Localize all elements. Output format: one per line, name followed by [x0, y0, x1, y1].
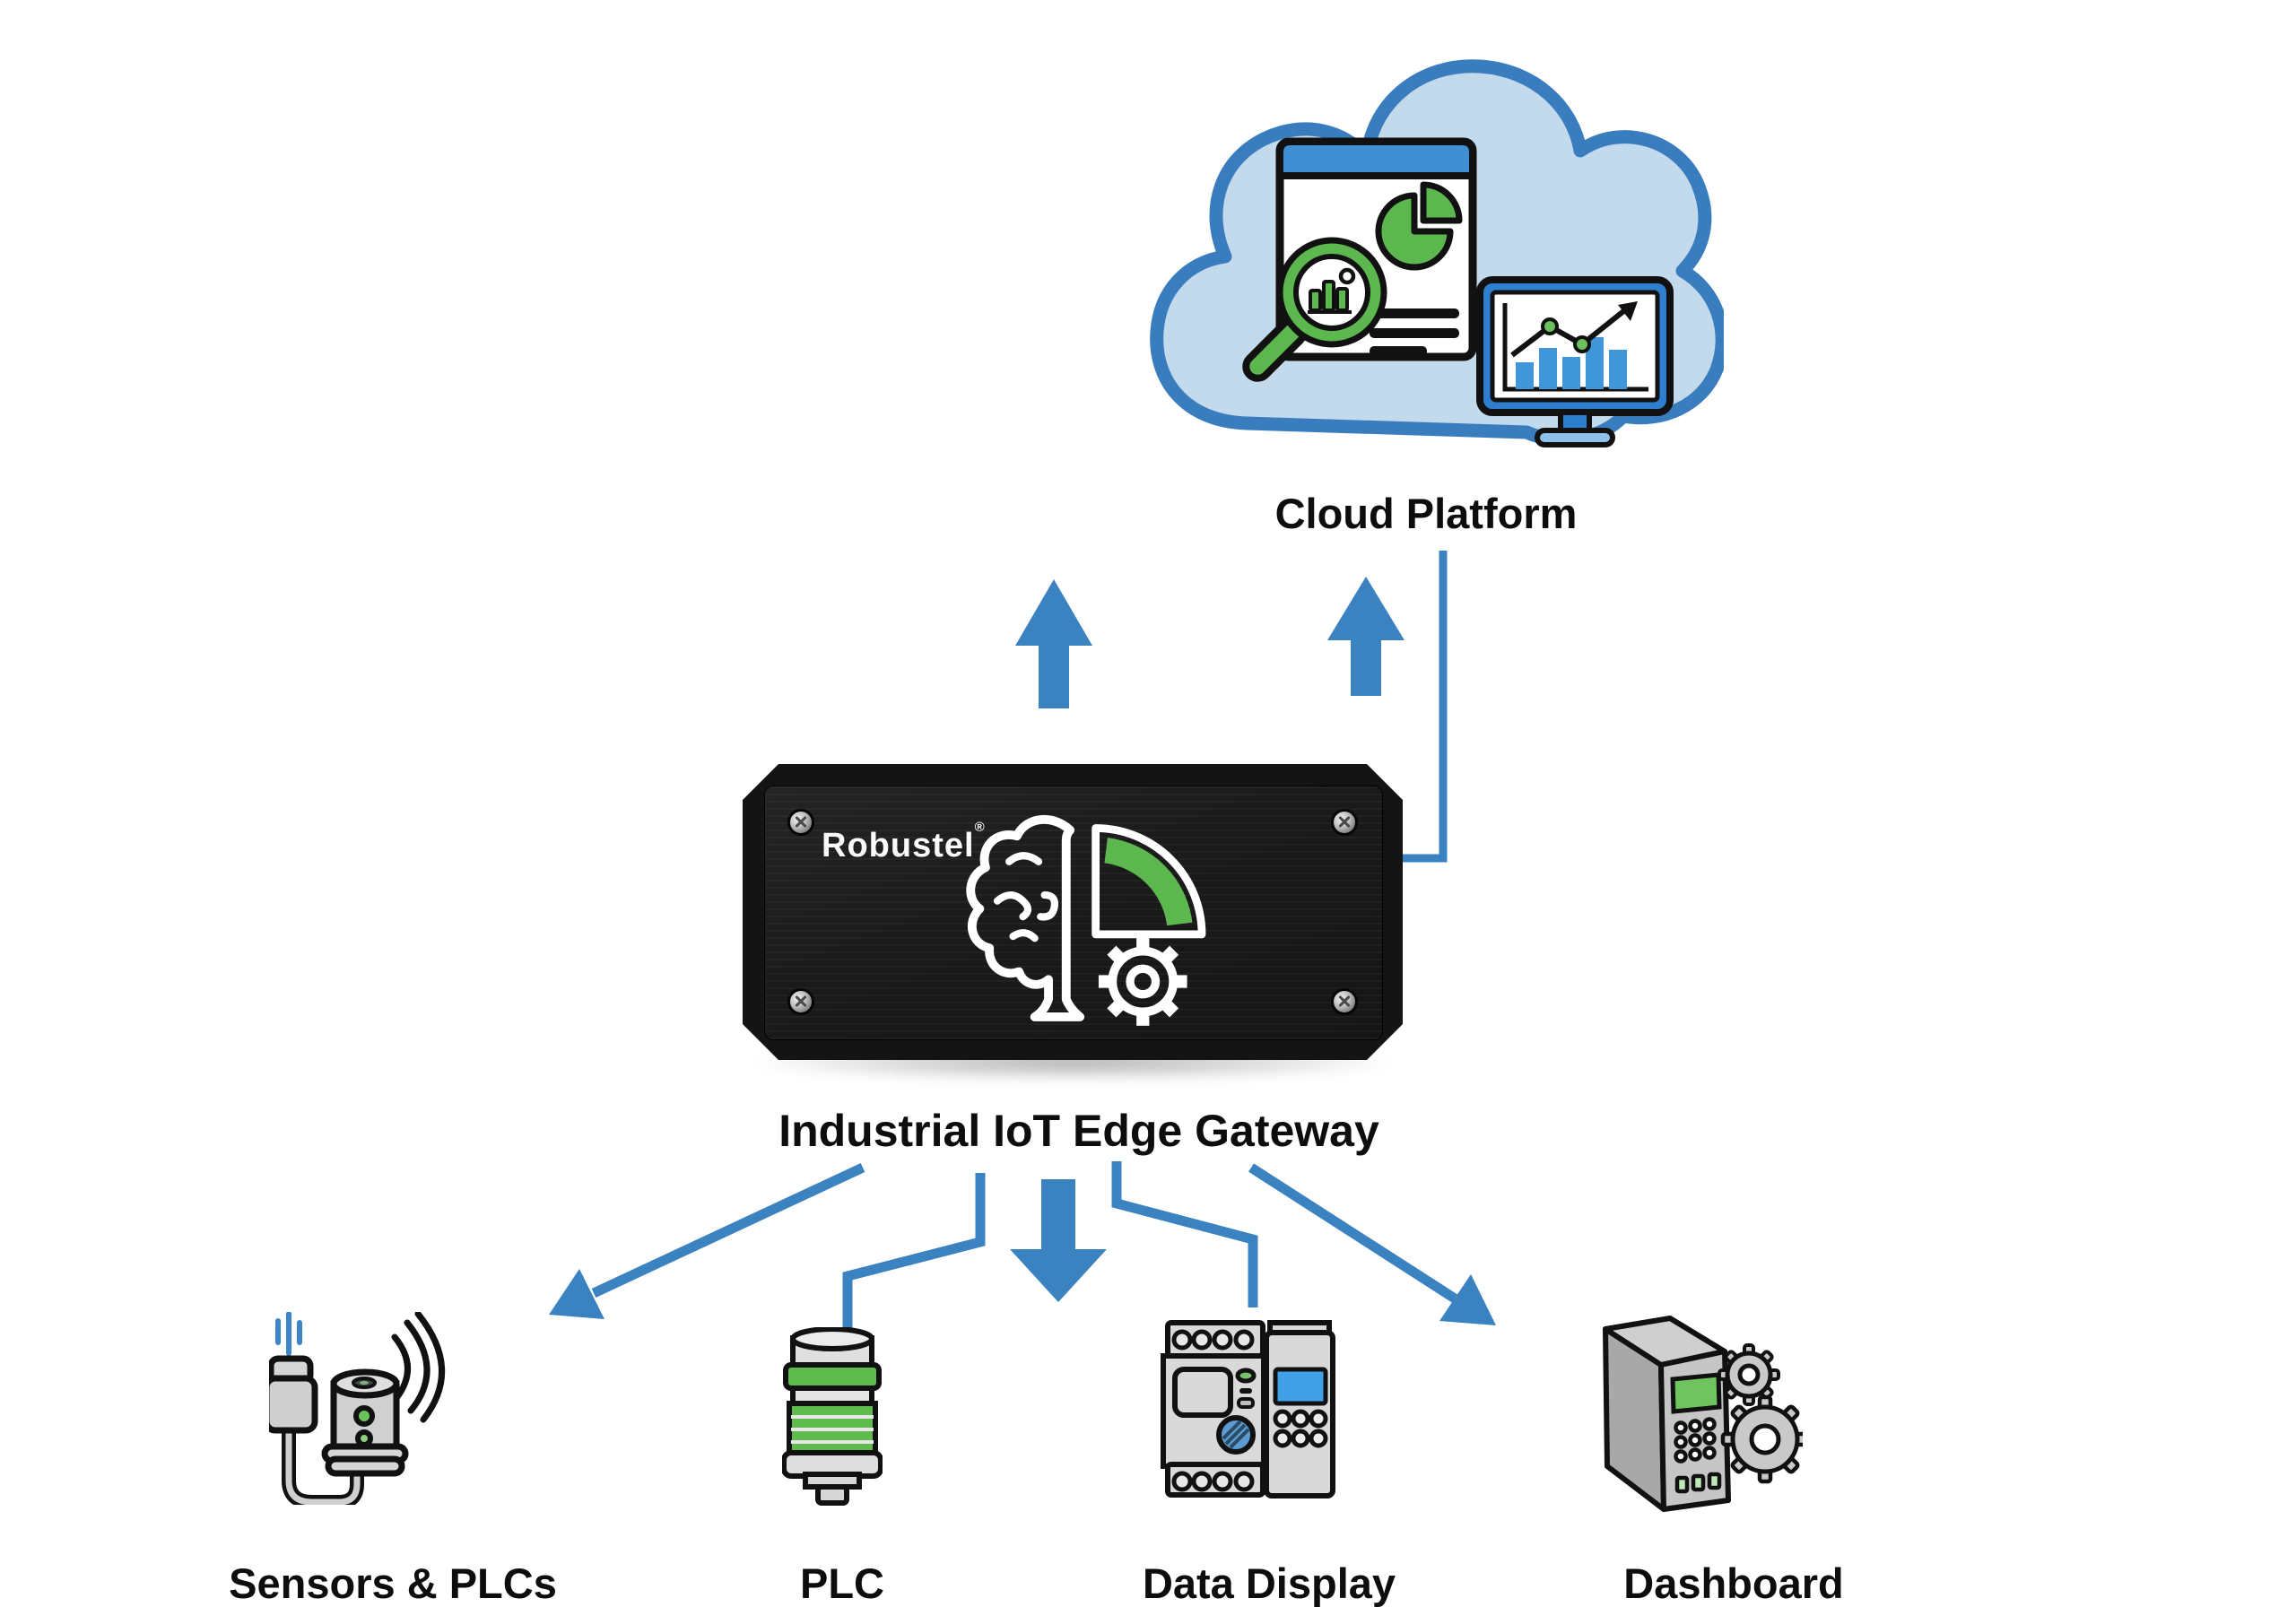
endpoint-label-dashboard: Dashboard: [1623, 1559, 1844, 1607]
dial-knob: [1216, 1415, 1256, 1455]
plc-green-stack: [787, 1401, 878, 1457]
relay-module: [1161, 1320, 1266, 1498]
status-lights: [1674, 1472, 1722, 1494]
down-arrow-center: [1010, 1179, 1107, 1302]
cabinet-keypad: [1674, 1417, 1717, 1464]
gateway-device: Robustel®: [743, 764, 1403, 1060]
indicator-slot: [1237, 1397, 1255, 1409]
monitor-base: [1535, 428, 1615, 447]
screw-icon: [1331, 988, 1358, 1015]
signal-ticks-icon: [275, 1312, 302, 1356]
terminal-holes-top: [1171, 1329, 1255, 1351]
display-module: [1264, 1320, 1335, 1498]
control-cabinet-gears-icon: [1603, 1316, 1803, 1512]
sensor-cable-core: [285, 1425, 361, 1505]
magnifier-icon: [1242, 237, 1387, 382]
report-header-bar: [1276, 138, 1476, 179]
signal-waves-icon: [391, 1312, 445, 1423]
line-to-data-display: [1111, 1161, 1258, 1307]
green-screen: [1670, 1372, 1722, 1414]
registered-mark: ®: [974, 820, 986, 835]
brain-icon: [966, 814, 1085, 1021]
monitor-bars: [1516, 337, 1627, 389]
panel-meter-icon: [1161, 1320, 1335, 1498]
cloud-label: Cloud Platform: [1274, 490, 1578, 537]
screw-icon: [787, 809, 814, 836]
plc-base-nub: [815, 1484, 849, 1506]
arrow-to-sensors: [549, 1163, 865, 1319]
sensor-cylinder: [321, 1368, 409, 1477]
wireless-sensor-icon: [269, 1312, 445, 1505]
magnifier-bar-chart: [1308, 267, 1356, 314]
plug-body: [269, 1375, 318, 1434]
arrow-to-dashboard: [1248, 1163, 1496, 1325]
plc-stack-icon: [782, 1327, 883, 1506]
plc-green-collar: [783, 1362, 882, 1391]
up-arrow-left: [1015, 579, 1092, 708]
endpoint-label-sensors: Sensors & PLCs: [229, 1559, 557, 1607]
brain-gauge-gear-icon: [966, 814, 1206, 1026]
blue-screen: [1273, 1367, 1328, 1406]
screw-icon: [787, 988, 814, 1015]
cloud-to-gateway-line: [1401, 551, 1448, 863]
green-led: [1235, 1368, 1257, 1384]
gateway-label: Industrial IoT Edge Gateway: [778, 1106, 1379, 1156]
up-arrow-right: [1327, 577, 1405, 696]
terminal-holes-bottom: [1171, 1471, 1255, 1492]
endpoint-label-plc: PLC: [800, 1559, 884, 1607]
robustel-logo: Robustel®: [822, 820, 986, 865]
gear-icon: [1718, 1343, 1780, 1406]
screw-icon: [1331, 809, 1358, 836]
meter-screen: [1172, 1367, 1233, 1418]
gear-icon: [1098, 937, 1187, 1026]
indicator-mark: [1239, 1388, 1252, 1394]
gear-icon: [1720, 1394, 1803, 1484]
line-to-plc: [842, 1173, 986, 1350]
report-text-lines: [1370, 308, 1459, 356]
gauge-icon: [1091, 824, 1206, 939]
pie-chart-icon: [1375, 181, 1463, 271]
plc-top-cap: [790, 1327, 874, 1351]
monitor-trend-line: [1510, 301, 1638, 358]
brand-text: Robustel: [822, 827, 975, 864]
analytics-report-icon: [1242, 137, 1477, 382]
keypad-buttons: [1273, 1409, 1328, 1448]
endpoint-label-data-display: Data Display: [1142, 1559, 1396, 1607]
cloud-icon: [1150, 59, 1724, 447]
monitor-chart-icon: [1476, 276, 1674, 447]
